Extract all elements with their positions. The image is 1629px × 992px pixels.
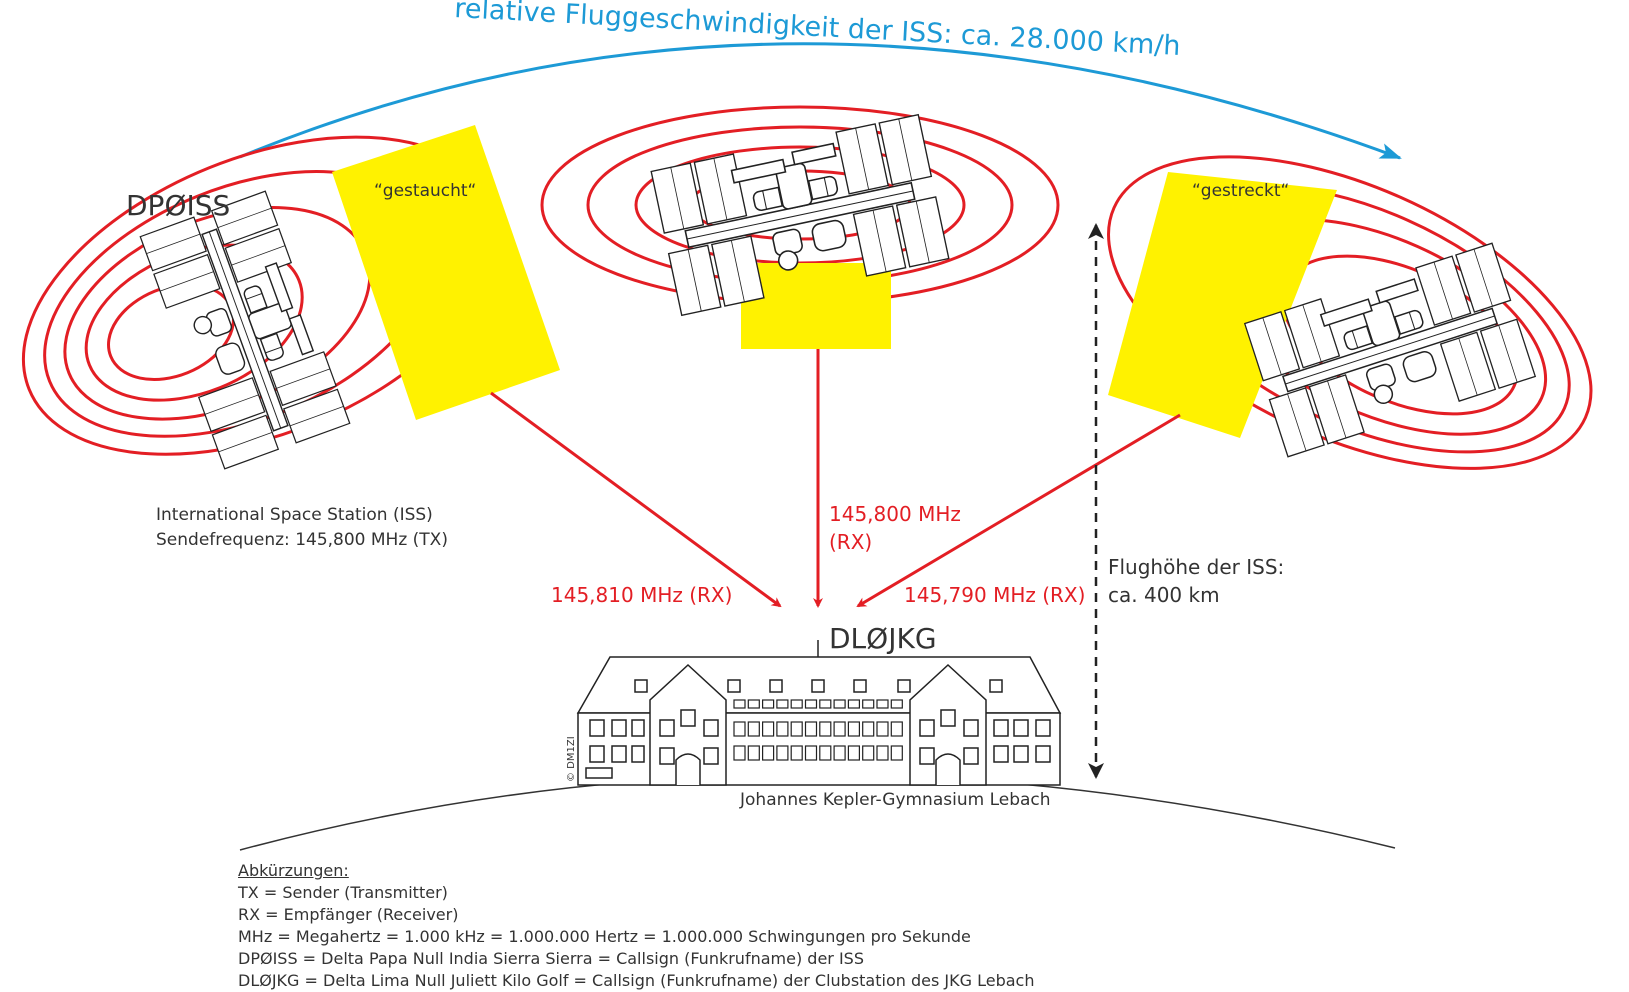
orbit-speed-title: relative Fluggeschwindigkeit der ISS: ca… <box>454 0 1182 62</box>
school-window <box>819 721 832 737</box>
school-window-grid <box>733 699 903 761</box>
earth-horizon-curve <box>239 773 1396 851</box>
stretched-wave-highlight <box>1108 172 1337 438</box>
abbreviation-item: MHz = Megahertz = 1.000 kHz = 1.000.000 … <box>238 927 971 946</box>
abbreviation-item: TX = Sender (Transmitter) <box>238 883 448 902</box>
altitude-label: Flughöhe der ISS: <box>1108 555 1284 579</box>
altitude-value: ca. 400 km <box>1108 583 1220 607</box>
school-window <box>761 721 775 737</box>
school-window <box>776 699 789 709</box>
stretched-label: “gestreckt“ <box>1192 181 1289 201</box>
school-window <box>819 699 832 709</box>
freq-center-label: 145,800 MHz <box>829 502 961 526</box>
abbreviation-item: DPØISS = Delta Papa Null India Sierra Si… <box>238 949 864 968</box>
freq-right-label: 145,790 MHz (RX) <box>904 583 1085 607</box>
school-window <box>790 699 803 709</box>
signal-arrow-right <box>856 413 1181 608</box>
compressed-label: “gestaucht“ <box>374 181 476 201</box>
copyright-note: © DM1ZI <box>566 736 577 782</box>
school-window <box>847 699 861 709</box>
school-window <box>819 745 832 761</box>
school-window <box>790 721 803 737</box>
school-window <box>761 745 775 761</box>
school-window <box>833 721 846 737</box>
school-window <box>833 745 846 761</box>
abbreviations-heading: Abkürzungen: <box>238 861 349 880</box>
school-window <box>747 745 760 761</box>
school-window <box>747 721 760 737</box>
school-window <box>862 745 875 761</box>
abbreviation-item: RX = Empfänger (Receiver) <box>238 905 459 924</box>
school-window <box>804 721 818 737</box>
right-iss-group: “gestreckt“ <box>1107 155 1593 470</box>
school-window <box>790 745 803 761</box>
school-window <box>876 721 889 737</box>
school-window <box>733 699 746 709</box>
school-window <box>733 721 746 737</box>
school-window <box>847 721 861 737</box>
center-iss-group <box>540 105 1060 349</box>
school-window <box>890 721 903 737</box>
school-window <box>862 721 875 737</box>
signal-arrow-left <box>490 391 782 608</box>
school-window <box>847 745 861 761</box>
school-window <box>747 699 760 709</box>
freq-center-rx: (RX) <box>829 530 872 554</box>
compressed-wave-highlight <box>332 125 560 420</box>
ground-callsign: DLØJKG <box>829 622 937 655</box>
iss-callsign: DPØISS <box>126 189 230 222</box>
iss-station-icon-left <box>139 190 351 470</box>
left-iss-group: DPØISS “gestaucht“ <box>21 125 560 470</box>
iss-name-label: International Space Station (ISS) <box>156 505 433 525</box>
school-window <box>890 699 903 709</box>
school-window <box>733 745 746 761</box>
center-wave-highlight <box>741 263 891 349</box>
orbit-direction-arrow <box>239 42 1402 160</box>
school-window <box>776 721 789 737</box>
school-building-icon <box>576 640 1062 786</box>
school-window <box>776 745 789 761</box>
school-window <box>876 699 889 709</box>
school-window <box>862 699 875 709</box>
school-window <box>833 699 846 709</box>
school-name: Johannes Kepler-Gymnasium Lebach <box>739 790 1051 810</box>
abbreviation-item: DLØJKG = Delta Lima Null Juliett Kilo Go… <box>238 971 1035 990</box>
school-window <box>890 745 903 761</box>
abbreviations-legend: Abkürzungen: TX = Sender (Transmitter) R… <box>238 860 1034 992</box>
school-window <box>804 699 818 709</box>
freq-left-label: 145,810 MHz (RX) <box>551 583 732 607</box>
school-window <box>804 745 818 761</box>
school-window <box>761 699 775 709</box>
school-window <box>876 745 889 761</box>
iss-tx-label: Sendefrequenz: 145,800 MHz (TX) <box>156 530 448 550</box>
